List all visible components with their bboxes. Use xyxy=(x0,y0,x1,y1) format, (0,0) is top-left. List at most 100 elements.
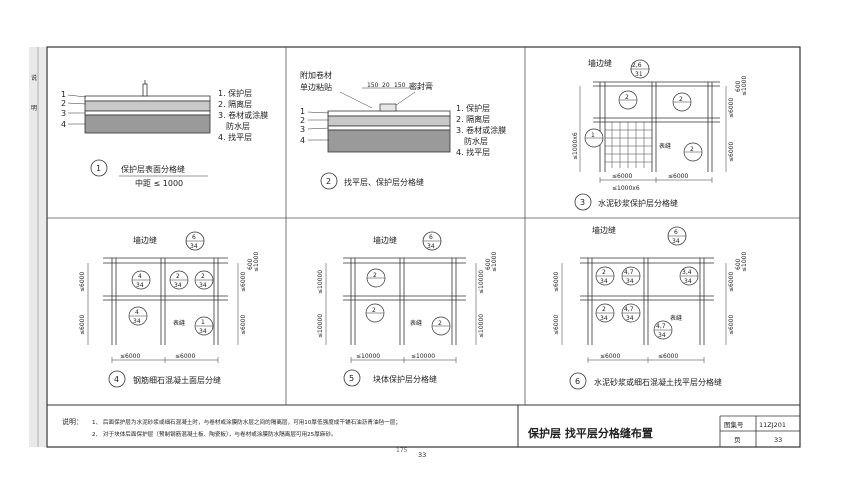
p3-dim-bottom1: ≤6000 xyxy=(612,173,632,180)
note-2: 2、 对于块体后面保护层（预制钢筋混凝土板、陶瓷板），与卷材或涂膜防水隔离层可用… xyxy=(92,430,337,438)
p4-ref-2a: 2 xyxy=(176,273,180,280)
panel-2: 附加卷材 单边粘贴 密封膏 150 20 150 1 2 3 4 1. 保护层 … xyxy=(300,70,506,190)
sheet-title: 保护层 找平层分格缝布置 xyxy=(527,426,653,440)
p6-ref-top-b: 34 xyxy=(672,238,680,245)
p2-layer-num-1: 1 xyxy=(300,107,305,116)
p6-ref-2b: 34 xyxy=(626,278,634,285)
margin-mark-1: 说 xyxy=(31,74,37,82)
p1-layer-num-2: 2 xyxy=(61,99,66,108)
p5-joint: 表缝 xyxy=(410,319,422,327)
p1-layer-num-4: 4 xyxy=(61,120,66,129)
p6-dim-right3: ≤1000 xyxy=(741,252,748,272)
p4-ref-5b: 34 xyxy=(199,328,207,335)
p6-number: 6 xyxy=(575,377,580,386)
panel-1: 1 2 3 4 1. 保护层 2. 隔离层 3. 卷材或涂膜 防水层 4. 找平… xyxy=(61,80,268,188)
p3-dim-bottom3: ≤6000 xyxy=(668,173,688,180)
p6-ref-6a: 4,7 xyxy=(656,323,666,330)
p1-layer-num-1: 1 xyxy=(61,90,66,99)
p6-ref-3a: 3,4 xyxy=(682,269,692,276)
p3-dim-right3: ≤1000 xyxy=(741,76,748,96)
p5-dim-bottom2: ≤10000 xyxy=(411,353,435,360)
panel-6: 墙边缝 6 34 2 34 4,7 34 3,4 34 2 34 4,7 34 xyxy=(553,225,748,390)
p4-ref-1b: 34 xyxy=(136,282,144,289)
p4-ref-top-b: 34 xyxy=(190,243,198,250)
p2-label-top2: 单边粘贴 xyxy=(300,82,332,92)
p6-ref-6b: 34 xyxy=(658,332,666,339)
notes-label: 说明： xyxy=(62,417,83,426)
p1-layer-3: 3. 卷材或涂膜 xyxy=(218,110,268,120)
p6-dim-right1: ≤6000 xyxy=(728,272,735,292)
p6-ref-5b: 34 xyxy=(626,315,634,322)
p3-joint: 表缝 xyxy=(659,142,671,150)
p4-number-circle xyxy=(108,370,126,388)
p3-ref-top-a: 2,6 xyxy=(632,62,642,69)
p5-ref-2: 2 xyxy=(372,307,376,314)
p2-dim-1: 150 xyxy=(367,82,379,89)
p6-dim-bottom1: ≤6000 xyxy=(600,353,620,360)
margin-mark-2: 明 xyxy=(31,105,37,112)
p6-dim-right2: 600 xyxy=(735,258,742,270)
p5-dim-left2: ≤10000 xyxy=(317,314,324,338)
page-number: 33 xyxy=(774,436,782,444)
p4-joint: 表缝 xyxy=(173,319,185,327)
panel-5: 墙边缝 6 34 2 2 2 表缝 ≤10000 ≤10000 ≤10000 xyxy=(317,231,498,387)
p6-ref-4b: 34 xyxy=(600,315,608,322)
p2-layer-1: 1. 保护层 xyxy=(456,103,490,113)
p6-caption: 水泥砂浆或细石混凝土找平层分格缝 xyxy=(594,377,722,387)
p4-ref-4b: 34 xyxy=(133,318,141,325)
p2-number-circle xyxy=(320,172,338,190)
atlas-number: 11ZJ201 xyxy=(759,421,786,429)
p5-caption: 块体保护层分格缝 xyxy=(373,374,437,384)
p6-ref-2a: 4,7 xyxy=(624,269,634,276)
p6-number-circle xyxy=(569,372,587,390)
p4-ref-3b: 34 xyxy=(199,282,207,289)
outer-frame xyxy=(46,46,801,448)
p1-layer-2: 2. 隔离层 xyxy=(218,99,252,109)
p3-dim-right2: 600 xyxy=(735,80,742,92)
p2-dim-2: 20 xyxy=(382,82,390,89)
p3-number-circle xyxy=(574,193,592,211)
p1-number: 1 xyxy=(96,164,101,173)
p6-wall-joint: 墙边缝 xyxy=(592,225,616,235)
p4-ref-2b: 34 xyxy=(174,282,182,289)
p4-wall-joint: 墙边缝 xyxy=(133,235,157,245)
notes-block: 说明： 1、 后面保护层为水泥砂浆或细石混凝土时，与卷材或涂膜防水层之间的隔离层… xyxy=(62,417,401,438)
page-label: 页 xyxy=(734,436,741,444)
p6-dim-left1: ≤6000 xyxy=(553,272,560,292)
p6-ref-top-a: 6 xyxy=(674,229,678,236)
p5-dim-right3: ≤1000 xyxy=(491,252,498,272)
p2-layer-num-2: 2 xyxy=(300,116,305,125)
p6-ref-1b: 34 xyxy=(600,278,608,285)
p3-wall-joint: 墙边缝 xyxy=(588,58,612,68)
p5-dim-left1: ≤10000 xyxy=(317,270,324,294)
p4-dim-right3: ≤1000 xyxy=(253,252,260,272)
p1-number-circle xyxy=(90,159,108,177)
p6-joint: 表缝 xyxy=(670,314,682,322)
p4-dim-left2: ≤6000 xyxy=(79,315,86,335)
p2-layer-2: 2. 隔离层 xyxy=(456,114,490,124)
p5-dim-right1: ≤10000 xyxy=(478,270,485,294)
panel-4: 墙边缝 6 34 4 34 2 34 2 34 4 34 1 34 表缝 xyxy=(79,231,260,388)
handwritten-page: 175 xyxy=(396,447,408,454)
p6-dim-left2: ≤6000 xyxy=(553,315,560,335)
p4-dim-bottom1: ≤6000 xyxy=(120,353,140,360)
p1-layer-4: 4. 找平层 xyxy=(218,132,252,142)
footer-page: 33 xyxy=(418,451,426,459)
p3-dim-left: ≤1000x6 xyxy=(572,132,579,160)
p2-layer-3: 3. 卷材或涂膜 xyxy=(456,125,506,135)
p5-number: 5 xyxy=(349,374,354,383)
p5-number-circle xyxy=(343,369,361,387)
p2-layer-num-3: 3 xyxy=(300,125,305,134)
p1-spacing: 中距 ≤ 1000 xyxy=(135,178,183,188)
note-1: 1、 后面保护层为水泥砂浆或细石混凝土时，与卷材或涂膜防水层之间的隔离层，可用1… xyxy=(92,418,401,426)
p3-number: 3 xyxy=(580,198,585,207)
p3-ref-1: 2 xyxy=(625,94,629,101)
p5-ref-top-b: 34 xyxy=(427,243,435,250)
p4-ref-3a: 2 xyxy=(201,273,205,280)
p6-dim-right4: ≤6000 xyxy=(728,315,735,335)
title-block: 保护层 找平层分格缝布置 图集号 11ZJ201 页 33 xyxy=(517,405,800,447)
p5-dim-right4: ≤10000 xyxy=(478,314,485,338)
p3-dim-right1: ≤6000 xyxy=(728,98,735,118)
p3-ref-3: 2 xyxy=(690,146,694,153)
p6-ref-3b: 34 xyxy=(684,278,692,285)
